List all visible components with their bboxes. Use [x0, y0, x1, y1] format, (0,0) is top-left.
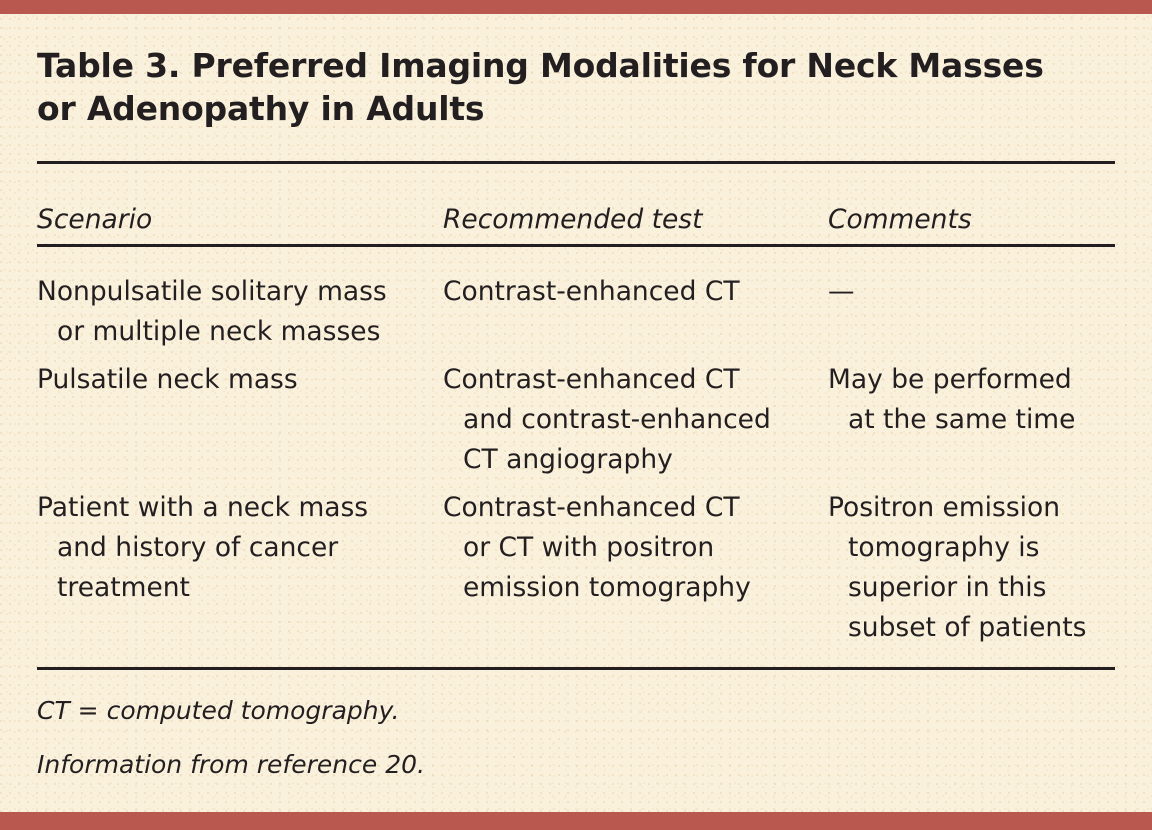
column-header-recommended-test: Recommended test	[443, 204, 703, 235]
cell-recommended-test: Contrast-enhanced CT or CT with positron…	[443, 492, 751, 603]
footnote-abbreviation: CT = computed tomography.	[37, 696, 400, 725]
footnote-source: Information from reference 20.	[37, 750, 425, 779]
cell-comments: —	[828, 276, 855, 307]
cell-recommended-test: Contrast-enhanced CT	[443, 276, 740, 307]
cell-scenario: Patient with a neck mass and history of …	[37, 492, 369, 603]
rule-below-header	[37, 244, 1115, 247]
cell-comments: May be performed at the same time	[828, 364, 1076, 435]
column-header-comments: Comments	[828, 204, 972, 235]
table-title-line-2: or Adenopathy in Adults	[37, 89, 485, 128]
top-accent-bar	[0, 0, 1152, 14]
table-title: Table 3. Preferred Imaging Modalities fo…	[37, 44, 1097, 130]
cell-scenario: Pulsatile neck mass	[37, 364, 298, 395]
cell-comments: Positron emission tomography is superior…	[828, 492, 1087, 643]
footnotes: CT = computed tomography. Information fr…	[37, 694, 1115, 781]
table-title-line-1: Table 3. Preferred Imaging Modalities fo…	[37, 46, 1044, 85]
bottom-accent-bar	[0, 812, 1152, 830]
rule-above-footnotes	[37, 667, 1115, 670]
cell-scenario: Nonpulsatile solitary mass or multiple n…	[37, 276, 387, 347]
rule-above-header	[37, 161, 1115, 164]
cell-recommended-test: Contrast-enhanced CT and contrast-enhanc…	[443, 364, 771, 475]
column-header-scenario: Scenario	[37, 204, 153, 235]
